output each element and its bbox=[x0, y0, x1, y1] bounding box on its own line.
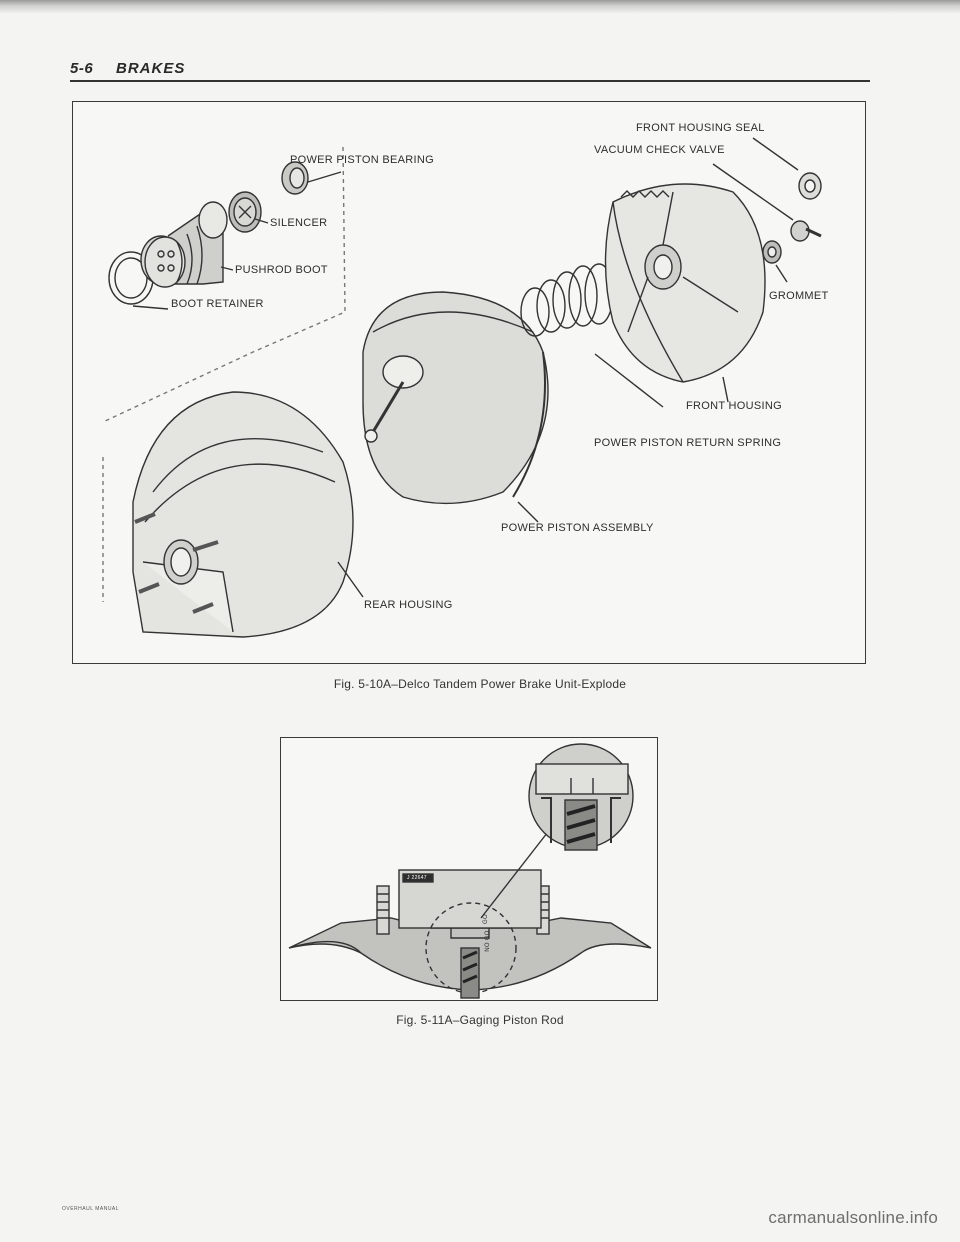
label-power-piston-bearing: POWER PISTON BEARING bbox=[290, 154, 434, 166]
grommet-part bbox=[762, 240, 782, 264]
exploded-view-illustration bbox=[102, 137, 822, 638]
scan-top-shadow bbox=[0, 0, 960, 14]
label-pushrod-boot: PUSHROD BOOT bbox=[235, 264, 328, 276]
figure-1-caption: Fig. 5-10A–Delco Tandem Power Brake Unit… bbox=[333, 677, 627, 691]
power-piston-assembly-part bbox=[362, 291, 549, 505]
pushrod-boot-part bbox=[140, 201, 228, 288]
tool-number-label: J 22647 bbox=[407, 875, 427, 881]
front-housing-part bbox=[604, 183, 766, 383]
gauge-mark-go: GO bbox=[482, 914, 489, 924]
label-vacuum-check-valve: VACUUM CHECK VALVE bbox=[594, 144, 725, 156]
label-power-piston-assembly: POWER PISTON ASSEMBLY bbox=[501, 522, 654, 534]
footer-text: OVERHAUL MANUAL bbox=[62, 1206, 120, 1212]
page-number: 5-6 bbox=[70, 60, 94, 77]
header-rule bbox=[70, 80, 870, 82]
figure-exploded-brake-unit: POWER PISTON BEARING SILENCER PUSHROD BO… bbox=[72, 101, 866, 664]
section-title: BRAKES bbox=[116, 60, 186, 77]
label-boot-retainer: BOOT RETAINER bbox=[171, 298, 264, 310]
vacuum-check-valve-part bbox=[790, 220, 822, 242]
watermark-text: carmanualsonline.info bbox=[768, 1208, 938, 1227]
silencer-part bbox=[228, 191, 262, 233]
label-power-piston-return-spring: POWER PISTON RETURN SPRING bbox=[594, 437, 782, 449]
power-piston-bearing-part bbox=[281, 161, 309, 195]
label-front-housing-seal: FRONT HOUSING SEAL bbox=[636, 122, 765, 134]
figure-2-caption: Fig. 5-11A–Gaging Piston Rod bbox=[396, 1013, 564, 1027]
gauge-mark-no-go: NO GO bbox=[484, 930, 491, 952]
label-rear-housing: REAR HOUSING bbox=[364, 599, 453, 611]
return-spring-part bbox=[520, 263, 614, 337]
label-silencer: SILENCER bbox=[270, 217, 328, 229]
figure-gaging-piston-rod: J 22647 GO NO GO bbox=[280, 737, 658, 1001]
label-front-housing: FRONT HOUSING bbox=[686, 400, 782, 412]
front-housing-seal-part bbox=[798, 172, 822, 200]
rear-housing-part bbox=[132, 391, 354, 638]
page-header: 5-6 BRAKES bbox=[70, 60, 870, 82]
label-grommet: GROMMET bbox=[769, 290, 829, 302]
gaging-illustration bbox=[288, 743, 652, 999]
